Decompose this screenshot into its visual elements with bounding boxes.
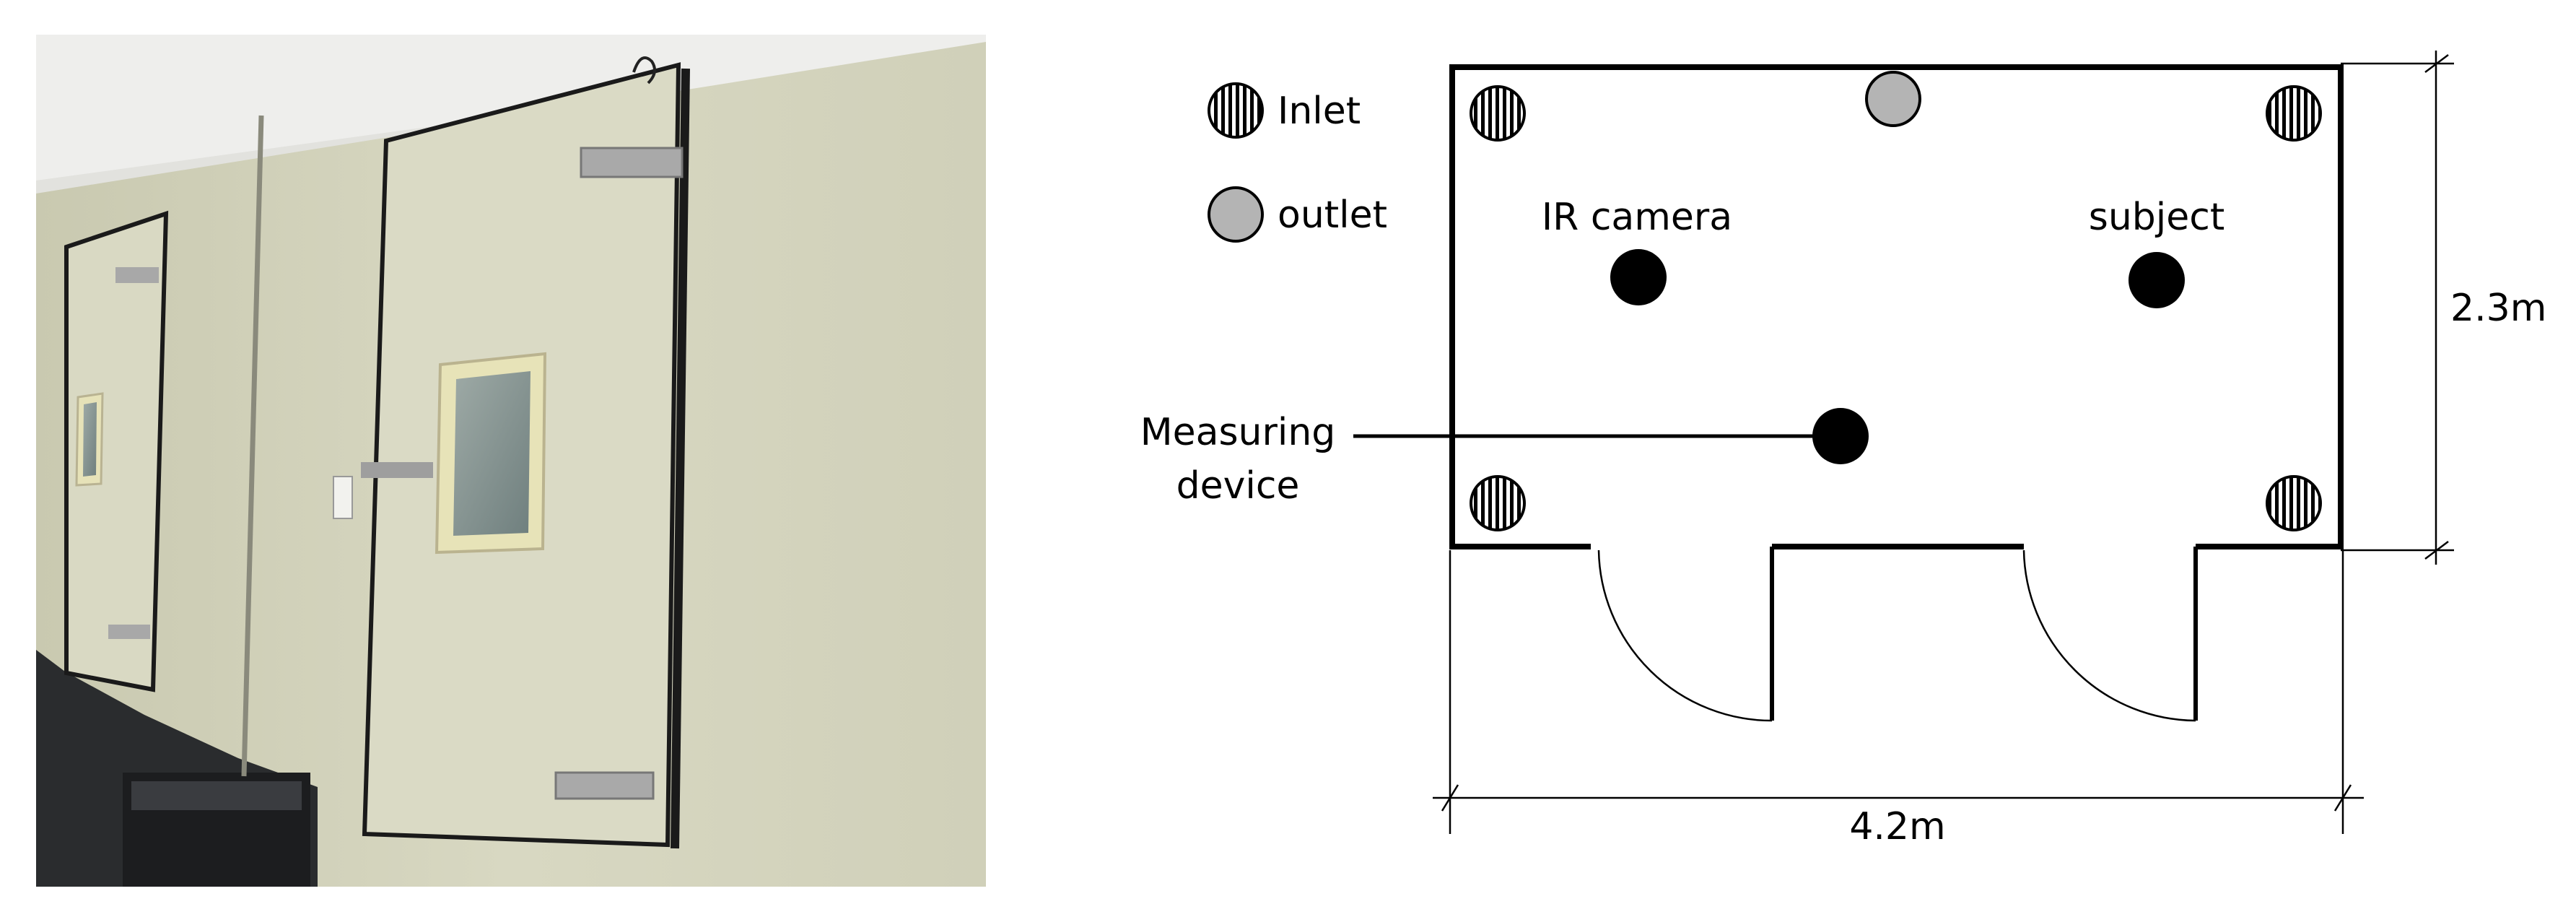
ir-camera-dot-icon <box>1610 249 1667 305</box>
door-left-swing <box>1597 549 1773 722</box>
inlet-icon <box>1470 475 1526 531</box>
measuring-device-label-line2: device <box>1176 464 1300 508</box>
floor-plan-diagram: Inlet outlet IR camera subject Meas <box>1140 51 2546 848</box>
left-door-window <box>83 402 97 477</box>
door-left <box>1597 547 1774 722</box>
right-door-edge <box>671 68 690 849</box>
legend-inlet-label: Inlet <box>1278 90 1361 133</box>
width-tick-right <box>2333 784 2352 812</box>
width-dimension <box>1433 550 2364 834</box>
wall-switch <box>333 476 353 519</box>
right-door-hinge-top <box>580 147 684 178</box>
door-cable <box>632 56 656 84</box>
ir-camera-label: IR camera <box>1542 196 1732 239</box>
door-right-swing <box>2022 549 2196 722</box>
legend-outlet-label: outlet <box>1278 194 1387 237</box>
inlet-icon <box>1470 85 1526 142</box>
height-tick-bottom <box>2424 541 2449 560</box>
inlet-icon <box>2266 475 2322 531</box>
height-dimension-label: 2.3m <box>2450 287 2546 330</box>
left-door-hinge-bottom <box>108 625 150 639</box>
subject-label: subject <box>2089 196 2224 239</box>
outlet-icon <box>1208 186 1264 243</box>
right-door-hinge-bottom <box>554 771 655 800</box>
measuring-device-dot-icon <box>1812 408 1869 464</box>
left-door-hinge-top <box>115 267 159 283</box>
right-door-window <box>453 371 531 536</box>
right-door-handle <box>361 462 433 478</box>
inlet-icon <box>2266 85 2322 142</box>
height-dimension <box>2341 51 2454 565</box>
inlet-icon <box>1208 82 1264 139</box>
wall-seam <box>241 115 264 777</box>
legend: Inlet outlet <box>1208 82 1387 243</box>
door-right <box>2022 547 2198 722</box>
subject-dot-icon <box>2129 252 2185 308</box>
width-dimension-label: 4.2m <box>1849 805 1945 848</box>
room-outline <box>1449 64 2344 549</box>
chamber-photo <box>36 35 986 887</box>
measuring-device-label-line1: Measuring <box>1140 411 1336 454</box>
left-door <box>64 210 169 692</box>
height-tick-top <box>2424 54 2449 73</box>
photo-step-top <box>131 781 302 810</box>
width-tick-left <box>1441 784 1459 812</box>
outlet-icon <box>1865 71 1921 127</box>
